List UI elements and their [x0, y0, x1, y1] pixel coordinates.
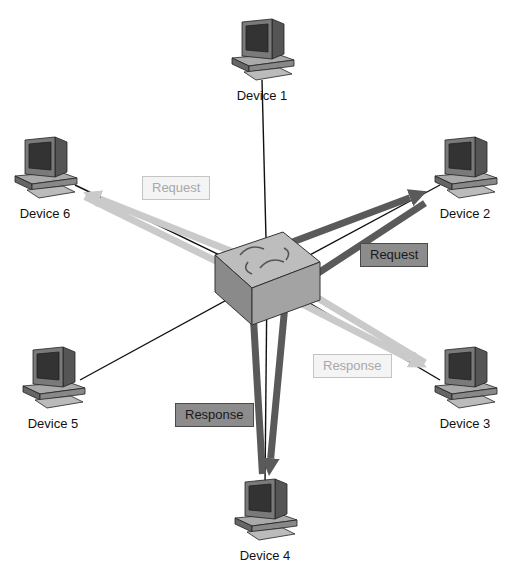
monitor-screen	[449, 142, 471, 170]
computer-icon	[225, 474, 305, 544]
monitor-screen	[246, 24, 268, 52]
monitor-side	[475, 347, 487, 387]
tower-base-front	[15, 176, 32, 190]
computer-icon	[222, 14, 302, 84]
monitor-screen	[249, 484, 271, 512]
keyboard	[447, 186, 495, 198]
computer-icon	[425, 342, 505, 412]
device-label: Device 1	[222, 88, 302, 104]
edge-label: Response	[313, 354, 392, 378]
device-node: Device 4	[225, 474, 305, 564]
device-node: Device 3	[425, 342, 505, 432]
network-wire	[267, 278, 440, 380]
edge-label: Request	[360, 243, 428, 267]
switch-front	[215, 255, 252, 325]
switch-glyph	[240, 247, 264, 255]
device-node: Device 6	[5, 132, 85, 222]
monitor-front	[242, 19, 272, 59]
switch-glyph	[246, 262, 252, 274]
device-node: Device 5	[13, 342, 93, 432]
monitor-screen	[29, 142, 51, 170]
switch-glyph	[260, 260, 284, 268]
edge-label: Response	[175, 403, 254, 427]
monitor-side	[272, 19, 284, 59]
computer-icon	[13, 342, 93, 412]
device-label: Device 4	[225, 548, 305, 564]
network-wire	[267, 185, 440, 278]
monitor-side	[275, 479, 287, 519]
monitor-side	[63, 347, 75, 387]
monitor-front	[245, 479, 275, 519]
tower-base-front	[23, 386, 40, 400]
keyboard	[244, 68, 292, 80]
device-label: Device 6	[5, 206, 85, 222]
device-label: Device 5	[13, 416, 93, 432]
edge-label: Request	[142, 176, 210, 200]
computer-icon	[425, 132, 505, 202]
traffic-arrow	[271, 203, 425, 458]
device-node: Device 1	[222, 14, 302, 104]
tower-base-front	[232, 58, 249, 72]
monitor-front	[445, 347, 475, 387]
tower-base-front	[435, 386, 452, 400]
monitor-screen	[449, 352, 471, 380]
keyboard	[247, 528, 295, 540]
monitor-screen	[37, 352, 59, 380]
tower-base-front	[235, 518, 252, 532]
network-wire	[262, 80, 267, 278]
keyboard	[447, 396, 495, 408]
monitor-front	[25, 137, 55, 177]
switch-glyph	[284, 248, 289, 260]
monitor-front	[33, 347, 63, 387]
device-label: Device 2	[425, 206, 505, 222]
network-wire	[265, 278, 267, 485]
monitor-side	[475, 137, 487, 177]
keyboard	[35, 396, 83, 408]
device-node: Device 2	[425, 132, 505, 222]
traffic-arrow	[85, 197, 411, 360]
switch-side	[252, 262, 320, 325]
device-label: Device 3	[425, 416, 505, 432]
traffic-arrow	[250, 198, 410, 474]
tower-base-front	[435, 176, 452, 190]
monitor-side	[55, 137, 67, 177]
monitor-front	[445, 137, 475, 177]
network-wire	[80, 278, 267, 380]
traffic-arrow	[100, 199, 425, 363]
computer-icon	[5, 132, 85, 202]
switch-top	[215, 232, 320, 288]
keyboard	[27, 186, 75, 198]
